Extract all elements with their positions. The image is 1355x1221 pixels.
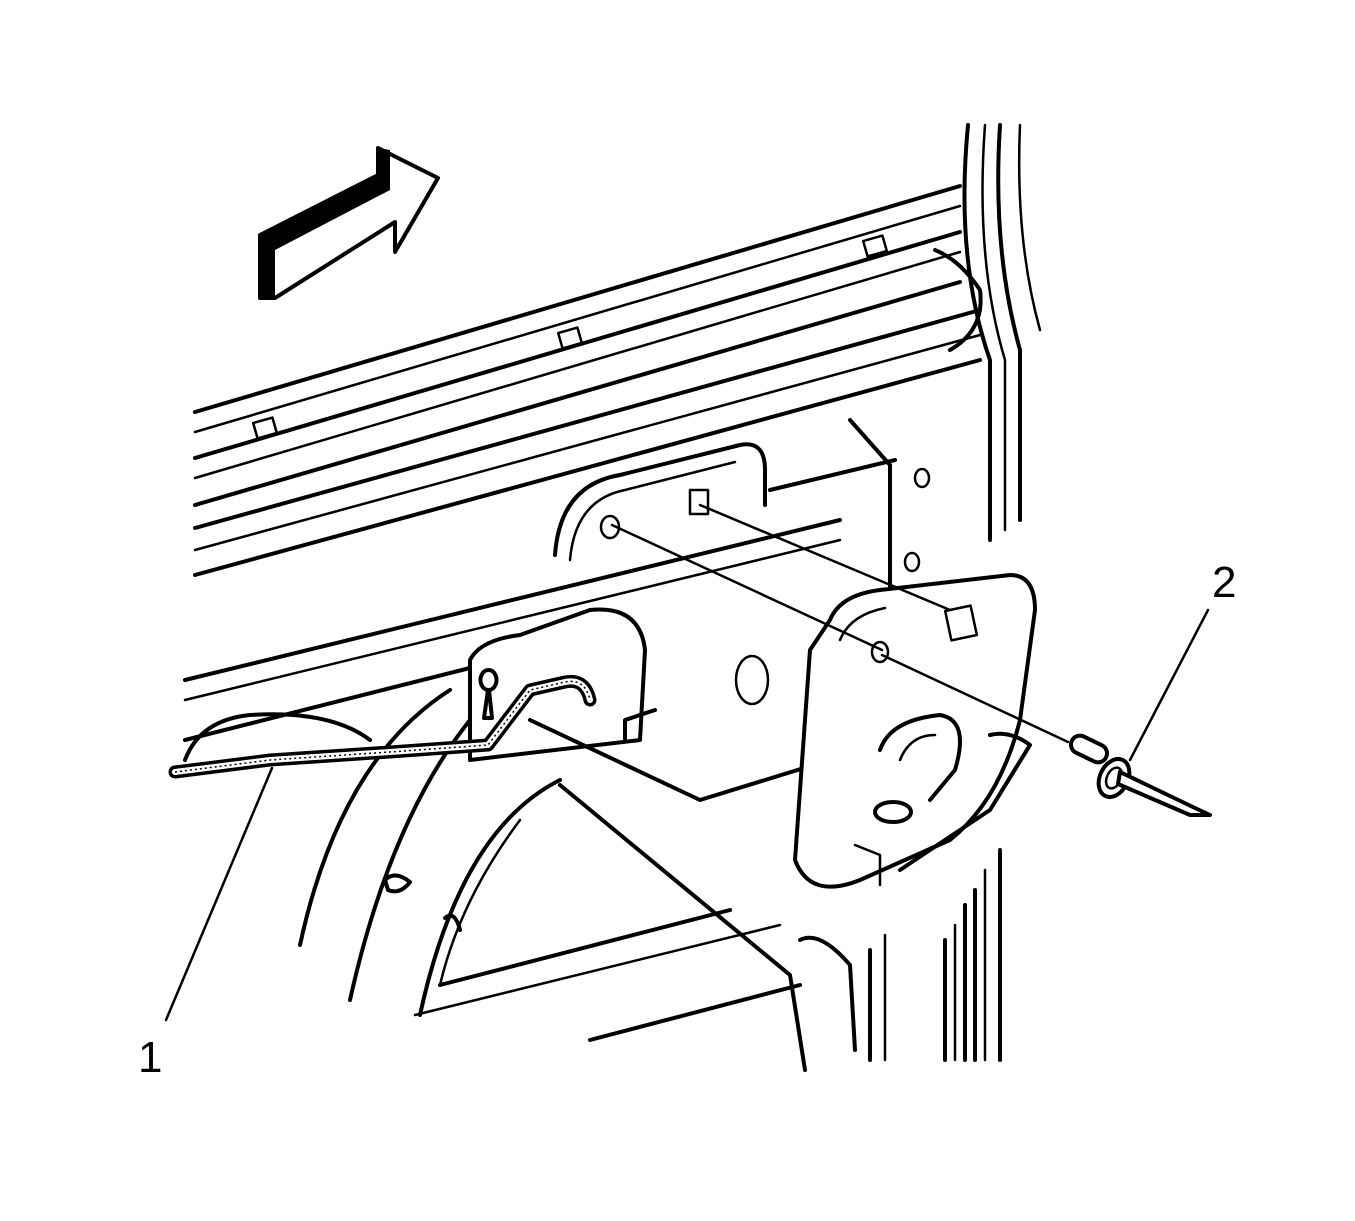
lower-body-structure: [183, 518, 857, 1072]
rivet: [1069, 733, 1212, 817]
rod: [168, 674, 597, 779]
callout-label-2: 2: [1212, 558, 1236, 607]
door-pillar: [933, 123, 1042, 542]
leader-line-1: [164, 766, 274, 1022]
alignment-lines: [610, 503, 1070, 744]
latch-bracket: [468, 573, 1037, 889]
mounting-pocket: [553, 418, 931, 602]
hatch-lines: [868, 848, 1002, 1062]
callout-label-1: 1: [138, 1033, 162, 1082]
forward-direction-arrow-icon: [258, 146, 440, 300]
upper-rail-lines: [193, 184, 982, 577]
leader-line-2: [1128, 608, 1210, 762]
